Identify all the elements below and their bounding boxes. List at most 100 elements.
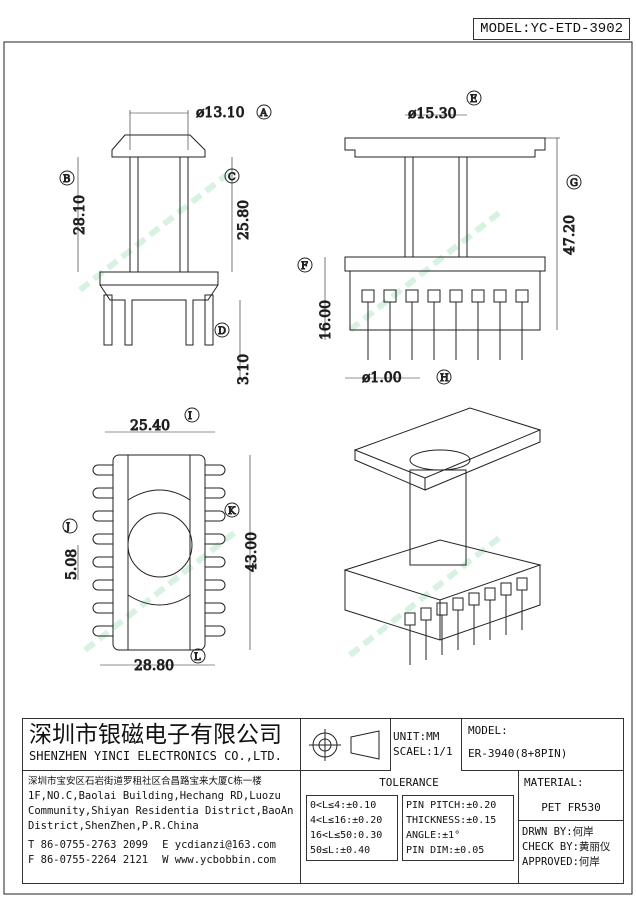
watermark-mark: [223, 530, 236, 543]
watermark-mark: [83, 640, 96, 653]
watermark-mark: [106, 258, 119, 271]
address-line: District,ShenZhen,P.R.China: [28, 820, 199, 832]
model-tag: MODEL:YC-ETD-3902: [473, 18, 630, 40]
ref-a: A: [259, 108, 268, 119]
pin: [205, 556, 226, 568]
watermark-mark: [446, 243, 459, 256]
watermark-mark: [167, 574, 180, 587]
isometric-view: [343, 407, 542, 665]
watermark-mark: [404, 276, 417, 289]
front-view: [77, 110, 241, 380]
watermark-mark: [432, 579, 445, 592]
watermark-mark: [111, 618, 124, 631]
pin: [471, 289, 485, 303]
side-view: [324, 114, 560, 379]
tolerance-row: 50≤L:±0.40: [310, 845, 371, 856]
pin: [404, 612, 416, 626]
tolerance-row: 4<L≤16:±0.20: [310, 815, 383, 826]
address-cn: 深圳市宝安区石岩街道罗租社区合昌路宝来大厦C栋一楼: [28, 776, 262, 787]
company-name-en: SHENZHEN YINCI ELECTRONICS CO.,LTD.: [29, 749, 282, 763]
dim-g: 47.20: [562, 215, 578, 255]
watermark-mark: [488, 210, 501, 223]
dim-f: 16.00: [318, 300, 334, 340]
email: E ycdianzi@163.com: [162, 839, 276, 851]
dim-j: 5.08: [64, 549, 80, 580]
pin: [515, 289, 529, 303]
ref-i: I: [188, 411, 192, 422]
pin: [427, 289, 441, 303]
watermark-mark: [209, 541, 222, 554]
pin: [205, 487, 226, 499]
pin: [493, 289, 507, 303]
ref-b: B: [63, 174, 70, 185]
watermark-mark: [190, 192, 203, 205]
tolerance-length: 0<L≤4:±0.10 4<L≤16:±0.20 16<L≤50:0.30 50…: [306, 795, 398, 861]
address-line: Community,Shiyan Residentia District,Bao…: [28, 805, 294, 817]
pin: [205, 579, 226, 591]
pin: [205, 625, 226, 637]
dim-k: 43.00: [244, 532, 260, 572]
watermark-mark: [376, 623, 389, 636]
watermark-mark: [432, 254, 445, 267]
pin: [92, 625, 113, 637]
dim-l: 28.80: [134, 658, 174, 674]
fax: F 86-0755-2264 2121: [28, 854, 149, 866]
watermark-mark: [153, 585, 166, 598]
drawn-by: DRWN BY:何岸: [522, 826, 594, 838]
scale: SCAEL:1/1: [393, 745, 453, 758]
dim-h: ø1.00: [362, 370, 402, 386]
pin: [92, 602, 113, 614]
watermark-mark: [474, 221, 487, 234]
watermark-mark: [362, 634, 375, 647]
pin: [92, 579, 113, 591]
tolerance-row: ANGLE:±1°: [406, 830, 461, 841]
dim-a: ø13.10: [196, 105, 245, 121]
bottom-view: [77, 431, 251, 666]
ref-k: K: [228, 506, 236, 517]
approved-by: APPROVED:何岸: [522, 856, 600, 868]
phone: T 86-0755-2763 2099: [28, 839, 149, 851]
address-line: 1F,NO.C,Baolai Building,Hechang RD,Luozu: [28, 790, 281, 802]
watermark-mark: [148, 225, 161, 238]
ref-j: J: [65, 522, 70, 533]
website: W www.ycbobbin.com: [162, 854, 276, 866]
company-name-cn: 深圳市银磁电子有限公司: [29, 722, 282, 748]
ref-e: E: [470, 94, 477, 105]
pin: [205, 510, 226, 522]
pin: [405, 289, 419, 303]
watermark-mark: [488, 535, 501, 548]
model-value: ER-3940(8+8PIN): [468, 747, 568, 760]
watermark-mark: [446, 568, 459, 581]
watermark-mark: [418, 590, 431, 603]
watermark-mark: [474, 546, 487, 559]
ref-l: L: [194, 652, 201, 663]
watermark-mark: [162, 214, 175, 227]
watermark-mark: [404, 601, 417, 614]
pin: [92, 487, 113, 499]
tolerance-row: PIN DIM:±0.05: [406, 845, 485, 856]
dim-d: 3.10: [236, 354, 252, 385]
tolerance-row: 16<L≤50:0.30: [310, 830, 383, 841]
ref-f: F: [301, 261, 308, 272]
pin: [500, 582, 512, 596]
pin: [436, 602, 448, 616]
pin: [468, 592, 480, 606]
watermark-mark: [218, 170, 231, 183]
tolerance-row: 0<L≤4:±0.10: [310, 800, 377, 811]
dim-i: 25.40: [130, 418, 170, 434]
checked-by: CHECK BY:黄丽仪: [522, 841, 611, 853]
watermark-mark: [348, 645, 361, 658]
dim-e: ø15.30: [408, 106, 457, 122]
watermark-mark: [390, 612, 403, 625]
watermark-mark: [176, 203, 189, 216]
sheet-border: [3, 41, 633, 895]
title-block: 深圳市银磁电子有限公司 SHENZHEN YINCI ELECTRONICS C…: [22, 718, 624, 884]
pin: [452, 597, 464, 611]
watermark-mark: [92, 269, 105, 282]
watermark-mark: [348, 320, 361, 333]
tolerance-other: PIN PITCH:±0.20 THICKNESS:±0.15 ANGLE:±1…: [402, 795, 514, 861]
ref-c: C: [228, 172, 236, 183]
watermark-mark: [204, 181, 217, 194]
